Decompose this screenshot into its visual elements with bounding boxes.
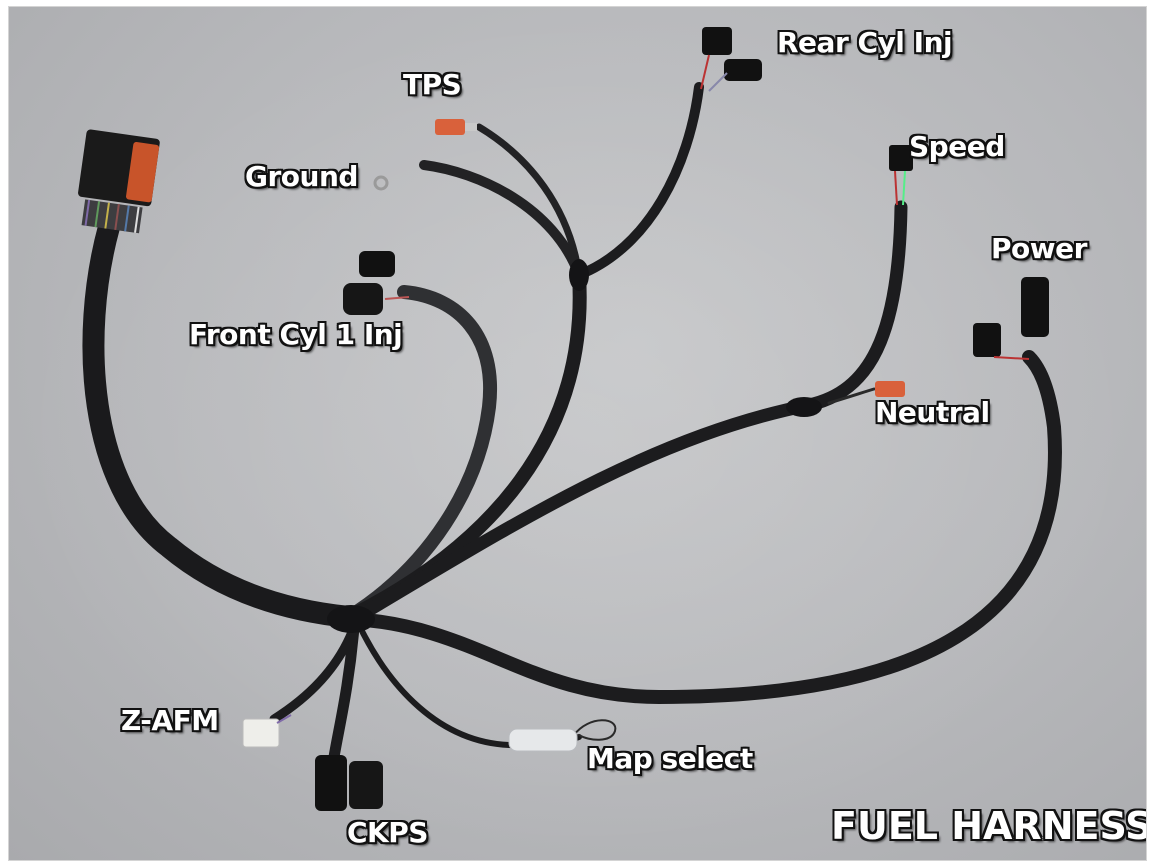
fuel-harness-illustration [9,7,1146,860]
cable-tps [475,123,583,279]
cable-neutral [827,387,876,405]
front-cyl-inj-connector [343,251,410,315]
power-connector [973,277,1049,360]
light-sheen [9,7,1146,860]
cable-power [347,350,1062,704]
label-speed: Speed [909,130,1005,163]
junction-sleeve-speed [786,397,822,417]
label-power: Power [991,232,1087,265]
label-rear-cyl-inj: Rear Cyl Inj [777,26,953,59]
cable-rear-cyl-inj [574,82,704,280]
speed-connector [889,145,913,206]
cable-front-cyl-inj [342,285,498,624]
label-ckps: CKPS [347,816,428,849]
label-map-select: Map select [587,742,753,775]
map-select-connector [508,728,578,752]
label-tps: TPS [403,68,462,101]
main-ecu-connector [78,129,160,234]
cable-main-trunk [82,216,360,628]
junction-sleeve-main [327,605,375,633]
label-z-afm: Z-AFM [121,704,219,737]
z-afm-connector [242,714,292,748]
label-ground: Ground [245,160,358,193]
rear-cyl-inj-connector [700,27,762,92]
tps-terminal [435,119,477,135]
cable-ckps [328,621,360,763]
ckps-connector [315,755,383,811]
neutral-terminal [875,381,905,397]
label-neutral: Neutral [875,396,990,429]
harness-photo: Rear Cyl Inj TPS Speed Ground Power Fron… [8,6,1147,861]
cable-speed-neutral [347,200,908,626]
cable-map-select-loop [573,719,617,741]
junction-sleeve-upper [569,259,589,291]
cable-ground [419,160,584,280]
title-fuel-harness: FUEL HARNESS [831,804,1147,848]
ground-ring-terminal [373,175,389,191]
label-front-cyl-inj: Front Cyl 1 Inj [189,318,403,351]
